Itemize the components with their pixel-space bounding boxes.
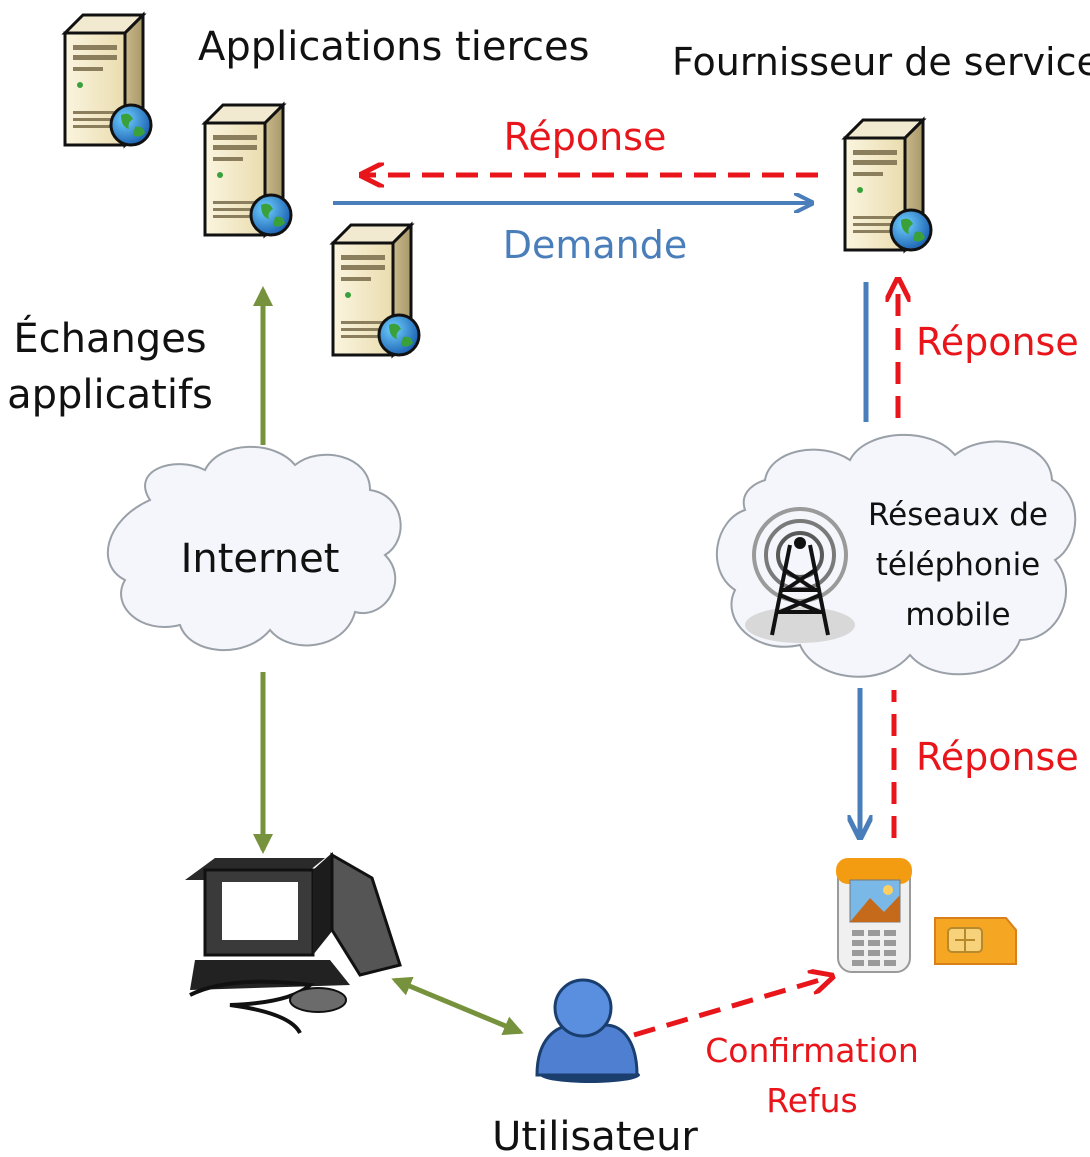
desktop-computer-icon [185, 852, 402, 1035]
confirmation-label-2: Refus [766, 1081, 857, 1120]
server-icon [843, 118, 933, 252]
mobile-phone-icon [836, 858, 912, 973]
provider-title: Fournisseur de service [672, 40, 1090, 84]
user-icon [535, 978, 640, 1083]
exchanges-label-1: Échanges [13, 314, 206, 362]
server-icon [63, 13, 153, 147]
response-label-top: Réponse [504, 115, 667, 159]
sim-card-icon [934, 917, 1017, 965]
mobile-network-label-2: téléphonie [876, 547, 1041, 583]
antenna-tower-icon [745, 507, 855, 643]
confirmation-label-1: Confirmation [705, 1031, 919, 1070]
user-label: Utilisateur [492, 1114, 698, 1157]
user-computer-arrow [391, 976, 524, 1036]
confirmation-arrow [633, 977, 830, 1038]
response-label-low: Réponse [916, 735, 1079, 779]
internet-label: Internet [181, 536, 340, 582]
request-label: Demande [503, 223, 688, 267]
mobile-network-label-3: mobile [905, 597, 1010, 633]
server-icon [331, 223, 421, 357]
internet-cloud [106, 445, 402, 651]
exchanges-label-2: applicatifs [7, 372, 213, 418]
server-icon [203, 103, 293, 237]
apps-title: Applications tierces [198, 24, 589, 70]
mobile-network-label-1: Réseaux de [868, 497, 1048, 533]
response-label-mid: Réponse [916, 320, 1079, 364]
